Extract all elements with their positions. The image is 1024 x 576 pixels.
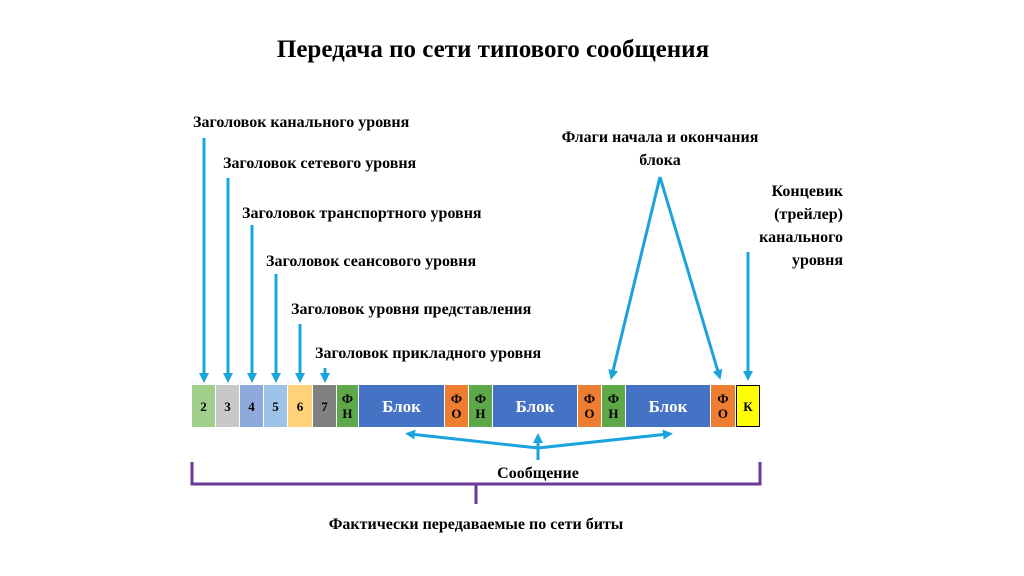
block-2: Блок — [493, 385, 578, 427]
label-flags: Флаги начала и окончания блока — [540, 126, 780, 172]
label-trailer-line4: уровня — [791, 252, 843, 269]
cell-layer-5: 5 — [264, 385, 288, 427]
block-3-label: Блок — [648, 396, 688, 416]
label-header-h3: Заголовок сетевого уровня — [223, 155, 417, 172]
label-bits: Фактически передаваемые по сети биты — [328, 516, 624, 533]
label-message: Сообщение — [497, 465, 579, 482]
arrow-flag-end — [658, 176, 723, 380]
cell-layer-7: 7 — [313, 385, 337, 427]
label-trailer-line1: Концевик — [771, 183, 843, 200]
cell-layer-6-label: 6 — [296, 398, 304, 414]
cell-layer-6: 6 — [288, 385, 313, 427]
cell-layer-4: 4 — [240, 385, 264, 427]
flag-start-1-bottom: Н — [342, 406, 353, 421]
label-header-h4: Заголовок транспортного уровня — [242, 205, 482, 222]
arrow-flag-start — [608, 176, 662, 380]
flag-end-3-bottom: О — [717, 406, 729, 421]
label-flags-line1: Флаги начала и окончания — [561, 129, 759, 146]
flag-start-1-top: Ф — [341, 391, 354, 406]
label-trailer-line2: (трейлер) — [774, 206, 843, 223]
cell-layer-5-label: 5 — [272, 398, 279, 414]
cell-layer-4-label: 4 — [248, 398, 255, 414]
cell-layer-3-label: 3 — [224, 398, 231, 414]
page-title: Передача по сети типового сообщения — [276, 36, 710, 63]
block-1-label: Блок — [382, 396, 421, 416]
label-header-h7: Заголовок прикладного уровня — [315, 345, 542, 362]
cell-layer-7-label: 7 — [321, 398, 328, 414]
flag-start-2-bottom: Н — [475, 406, 486, 421]
cell-layer-3: 3 — [216, 385, 240, 427]
cell-layer-2: 2 — [192, 385, 216, 427]
bits-brace — [190, 462, 762, 504]
label-header-h6: Заголовок уровня представления — [291, 301, 532, 318]
flag-start-3-bottom: Н — [608, 406, 619, 421]
cell-layer-2-label: 2 — [200, 398, 207, 414]
cell-trailer-label: К — [743, 398, 753, 414]
label-flags-line2: блока — [639, 152, 681, 169]
label-header-h2: Заголовок канального уровня — [193, 114, 410, 131]
block-2-label: Блок — [515, 396, 555, 416]
flag-start-3-top: Ф — [607, 391, 620, 406]
block-3: Блок — [626, 385, 711, 427]
label-header-h5: Заголовок сеансового уровня — [266, 253, 477, 270]
flag-end-1-bottom: О — [451, 406, 462, 421]
flag-start-2-top: Ф — [474, 391, 487, 406]
flag-end-1-top: Ф — [450, 391, 463, 406]
cell-trailer: К — [736, 385, 760, 427]
flag-end-2-bottom: О — [584, 406, 595, 421]
flag-end-3-top: Ф — [717, 391, 729, 406]
label-trailer: Концевик (трейлер) канального уровня — [730, 180, 843, 272]
flag-end-2-top: Ф — [583, 391, 596, 406]
arrow-message-right — [537, 429, 673, 450]
arrow-message-left — [405, 429, 539, 450]
block-1: Блок — [359, 385, 445, 427]
label-trailer-line3: канального — [759, 229, 843, 246]
